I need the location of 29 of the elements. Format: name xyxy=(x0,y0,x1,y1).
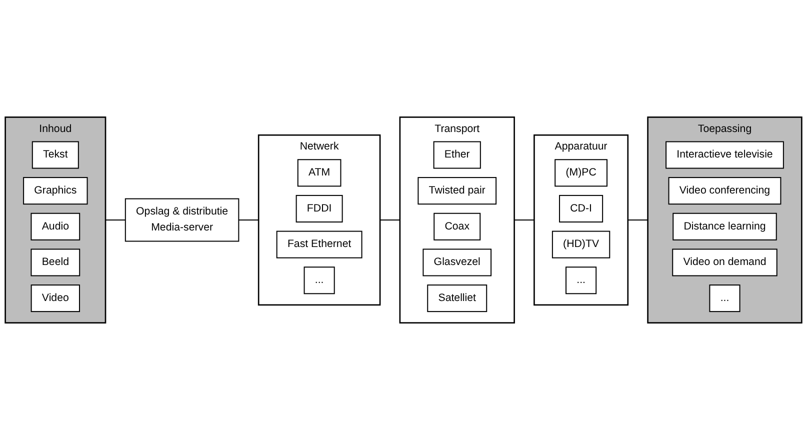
node-box xyxy=(433,141,481,169)
node-box xyxy=(30,284,80,312)
node-box xyxy=(554,159,608,187)
node-box xyxy=(427,284,488,312)
cluster xyxy=(534,134,629,306)
node-box xyxy=(304,266,335,294)
node-box xyxy=(30,248,80,276)
node-box xyxy=(672,212,777,240)
cluster xyxy=(258,134,381,306)
node-box xyxy=(276,230,362,258)
node-box xyxy=(666,141,784,169)
cluster xyxy=(4,116,106,324)
node-box xyxy=(32,141,79,169)
node-box xyxy=(422,248,492,276)
node-box xyxy=(559,194,604,222)
node-box xyxy=(296,194,343,222)
node-box xyxy=(30,212,80,240)
node-box xyxy=(709,284,740,312)
node-box xyxy=(434,212,481,240)
node-box xyxy=(552,230,610,258)
node-box xyxy=(418,177,497,205)
cluster xyxy=(647,116,802,324)
node-box xyxy=(566,266,597,294)
cluster xyxy=(399,116,515,324)
node-box xyxy=(297,159,342,187)
node-box xyxy=(23,177,88,205)
node-box xyxy=(668,177,782,205)
node-box xyxy=(124,198,240,242)
node-box xyxy=(672,248,778,276)
